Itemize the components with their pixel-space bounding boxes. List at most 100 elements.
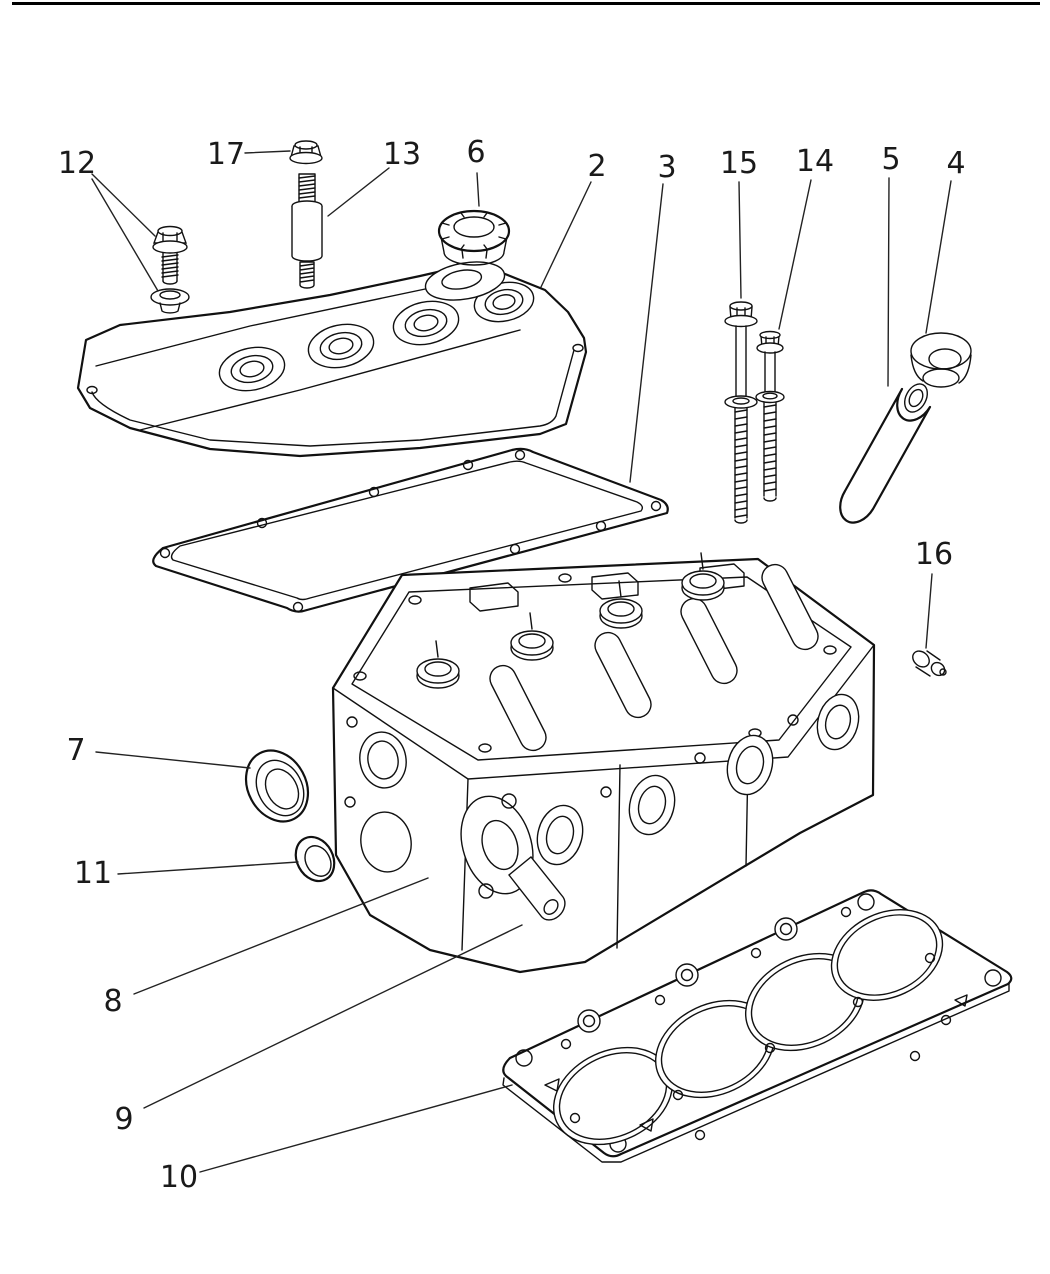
- part-tube-grommet: [910, 332, 972, 388]
- callout-number: 8: [103, 984, 122, 1019]
- callouts: 12 17 13 6 2 3 15 14: [58, 135, 966, 1195]
- stud13-bottom-threads: [299, 261, 315, 289]
- part-cylinder-head: [331, 552, 947, 974]
- cap-outer: [437, 209, 511, 253]
- callout-5: 5: [881, 142, 901, 387]
- head-deck-inner: [351, 576, 852, 761]
- callout-number: 11: [74, 856, 112, 891]
- part-head-bolt-short: [755, 330, 785, 502]
- bolt14-threads: [763, 404, 777, 492]
- leader-line: [91, 178, 159, 292]
- callout-7: 7: [66, 733, 251, 769]
- leader-line: [629, 183, 664, 483]
- part-head-bolt-long: [724, 301, 758, 524]
- callout-12: 12: [58, 146, 159, 292]
- callout-8: 8: [103, 877, 429, 1019]
- leader-line: [117, 861, 299, 875]
- water-outlet-tube: [508, 856, 566, 921]
- head-gasket-bolt-tabs: [515, 893, 1002, 1153]
- bolt14-shaft: [764, 351, 776, 393]
- leader-line: [143, 924, 523, 1109]
- callout-number: 15: [720, 146, 758, 181]
- leader-line: [199, 1084, 513, 1173]
- callout-4: 4: [925, 146, 966, 334]
- stud13-top-threads: [298, 175, 316, 199]
- leader-line: [540, 181, 592, 288]
- callout-number: 4: [946, 146, 965, 181]
- callout-number: 17: [207, 137, 245, 172]
- leader-line: [476, 172, 480, 207]
- part-oil-filler-cap: [437, 209, 511, 266]
- nut17-flange: [289, 151, 323, 165]
- flange-hole: [86, 385, 98, 395]
- bolt15-shaft: [735, 325, 747, 398]
- callout-3: 3: [629, 150, 677, 483]
- spark-plug-boss-1: [218, 346, 286, 392]
- bolt15-washer: [724, 395, 758, 409]
- leader-line: [778, 179, 812, 330]
- nut17-top: [294, 140, 318, 150]
- gasket-locating-marks: [544, 994, 968, 1132]
- leader-line: [244, 150, 291, 154]
- callout-14: 14: [778, 144, 834, 330]
- leader-line: [327, 167, 390, 217]
- part-cover-bolt-seal: [150, 288, 190, 314]
- grommet4-outer: [910, 332, 972, 370]
- grommet4-base: [922, 368, 960, 388]
- callout-number: 6: [466, 135, 485, 170]
- callout-number: 13: [383, 137, 421, 172]
- bolt12-threads: [161, 254, 179, 285]
- callout-number: 16: [915, 537, 953, 572]
- bolt12-head-top: [157, 225, 183, 237]
- callout-number: 5: [881, 142, 900, 177]
- cover-gasket-outer: [152, 447, 669, 613]
- callout-10: 10: [160, 1084, 513, 1195]
- part-valve-cover: [76, 261, 588, 458]
- bolt14-thread-outline: [763, 402, 777, 502]
- leader-line: [91, 173, 156, 237]
- spark-plug-boss-2: [307, 323, 375, 369]
- grommet4-skirt: [910, 354, 972, 384]
- callout-16: 16: [915, 537, 953, 649]
- bolt12-flange: [152, 240, 188, 254]
- cap-skirt: [440, 236, 508, 266]
- valve-cover-body-line: [139, 329, 521, 431]
- bolt15-threads: [734, 409, 748, 518]
- callout-6: 6: [466, 135, 486, 207]
- part-cover-gasket: [152, 447, 669, 613]
- valve-cover-flange-inner: [91, 349, 575, 447]
- leader-line: [887, 177, 890, 387]
- part-nut: [289, 140, 323, 165]
- flange-hole: [572, 343, 584, 353]
- head-gasket-bores: [552, 909, 944, 1146]
- part-water-outlet: [460, 793, 566, 921]
- head-left-face: [344, 716, 412, 873]
- callout-2: 2: [540, 149, 607, 288]
- valve-lifters: [489, 563, 819, 752]
- callout-number: 2: [587, 149, 606, 184]
- leader-line: [925, 573, 933, 649]
- head-gasket-thickness: [502, 979, 1010, 1163]
- leader-line: [95, 751, 251, 769]
- cap-inner-ring: [453, 216, 495, 238]
- seal12-skirt: [159, 302, 181, 314]
- leader-line: [738, 181, 742, 299]
- tube5-body: [839, 387, 932, 524]
- callout-number: 10: [160, 1160, 198, 1195]
- callout-number: 9: [114, 1102, 133, 1137]
- head-ports: [536, 693, 860, 866]
- head-gasket-small-holes: [544, 906, 968, 1141]
- cover-gasket-inner: [170, 460, 644, 601]
- part-fitting: [912, 650, 947, 677]
- leader-line: [133, 877, 429, 995]
- callout-number: 14: [796, 144, 834, 179]
- part-stud: [291, 173, 323, 289]
- valve-cover-ridge-line: [95, 287, 431, 367]
- callout-15: 15: [720, 146, 758, 299]
- cap-scallops: [441, 212, 507, 250]
- part-small-seal: [294, 835, 336, 883]
- callout-9: 9: [114, 924, 523, 1137]
- callout-13: 13: [327, 137, 421, 217]
